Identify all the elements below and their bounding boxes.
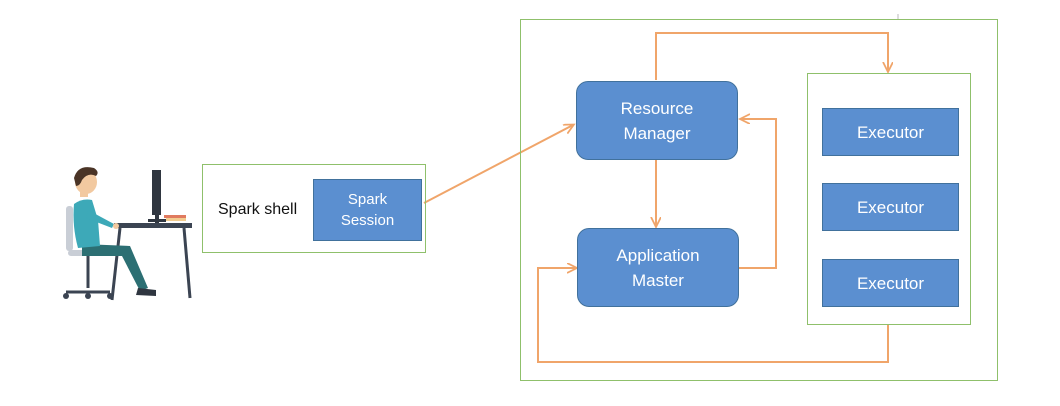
client-box [202,164,426,253]
arrow-executors-to-application-master [537,268,889,363]
executor-node-3: Executor [822,259,959,307]
resource-manager-line2: Manager [623,123,691,143]
resource-manager-line1: Resource [620,98,694,118]
resource-manager-node: Resource Manager [576,81,738,160]
executor-label-1: Executor [856,122,925,142]
application-master-node: Application Master [577,228,739,307]
spark-shell-label: Spark shell [218,201,298,218]
spark-session-line2: Session [340,212,395,229]
executors-container [807,73,971,325]
user-at-computer-icon [63,167,192,301]
executor-label-3: Executor [856,273,925,293]
application-master-line2: Master [632,270,684,290]
spark-session-line1: Spark [347,191,388,208]
application-master-line1: Application [616,245,700,265]
cluster-box [520,19,998,381]
executor-node-2: Executor [822,183,959,231]
arrow-application-master-to-resource-manager [739,119,777,269]
executor-label-2: Executor [856,197,925,217]
arrow-session-to-resource-manager [423,125,573,204]
arrow-resource-manager-to-executors [655,32,888,80]
executor-node-1: Executor [822,108,959,156]
spark-session-node: Spark Session [313,179,422,241]
